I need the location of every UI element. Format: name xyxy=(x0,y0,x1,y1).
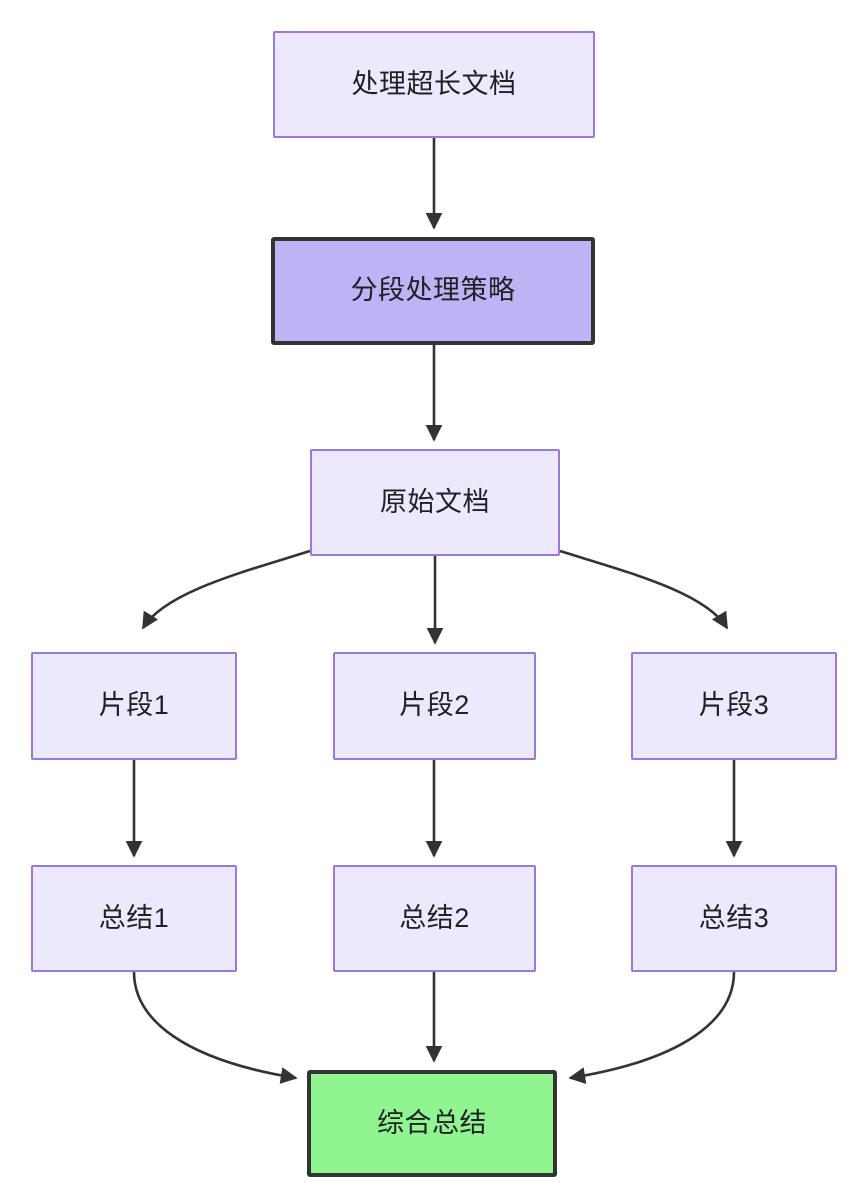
node-summary-2[interactable]: 总结2 xyxy=(333,865,536,972)
node-process-long-document[interactable]: 处理超长文档 xyxy=(273,31,595,138)
node-label: 原始文档 xyxy=(380,486,490,517)
edge-n7-n10 xyxy=(132,971,298,1084)
node-comprehensive-summary[interactable]: 综合总结 xyxy=(307,1070,557,1177)
node-original-document[interactable]: 原始文档 xyxy=(310,449,560,556)
node-label: 分段处理策略 xyxy=(350,275,516,306)
node-label: 总结2 xyxy=(399,902,470,933)
node-fragment-1[interactable]: 片段1 xyxy=(31,652,237,760)
node-label: 总结3 xyxy=(698,902,770,933)
edge-n3-n6 xyxy=(559,549,729,630)
node-segmented-processing-strategy[interactable]: 分段处理策略 xyxy=(271,237,595,345)
node-fragment-3[interactable]: 片段3 xyxy=(631,652,837,760)
node-summary-1[interactable]: 总结1 xyxy=(31,865,237,972)
edge-n9-n10 xyxy=(568,971,736,1084)
node-label: 片段3 xyxy=(698,690,770,721)
node-label: 综合总结 xyxy=(377,1107,487,1138)
node-summary-3[interactable]: 总结3 xyxy=(631,865,837,972)
node-label: 片段2 xyxy=(399,690,470,721)
node-label: 片段1 xyxy=(98,690,170,721)
node-label: 处理超长文档 xyxy=(351,68,517,99)
node-label: 总结1 xyxy=(98,902,170,933)
node-fragment-2[interactable]: 片段2 xyxy=(333,652,536,760)
edge-n3-n4 xyxy=(141,549,311,630)
